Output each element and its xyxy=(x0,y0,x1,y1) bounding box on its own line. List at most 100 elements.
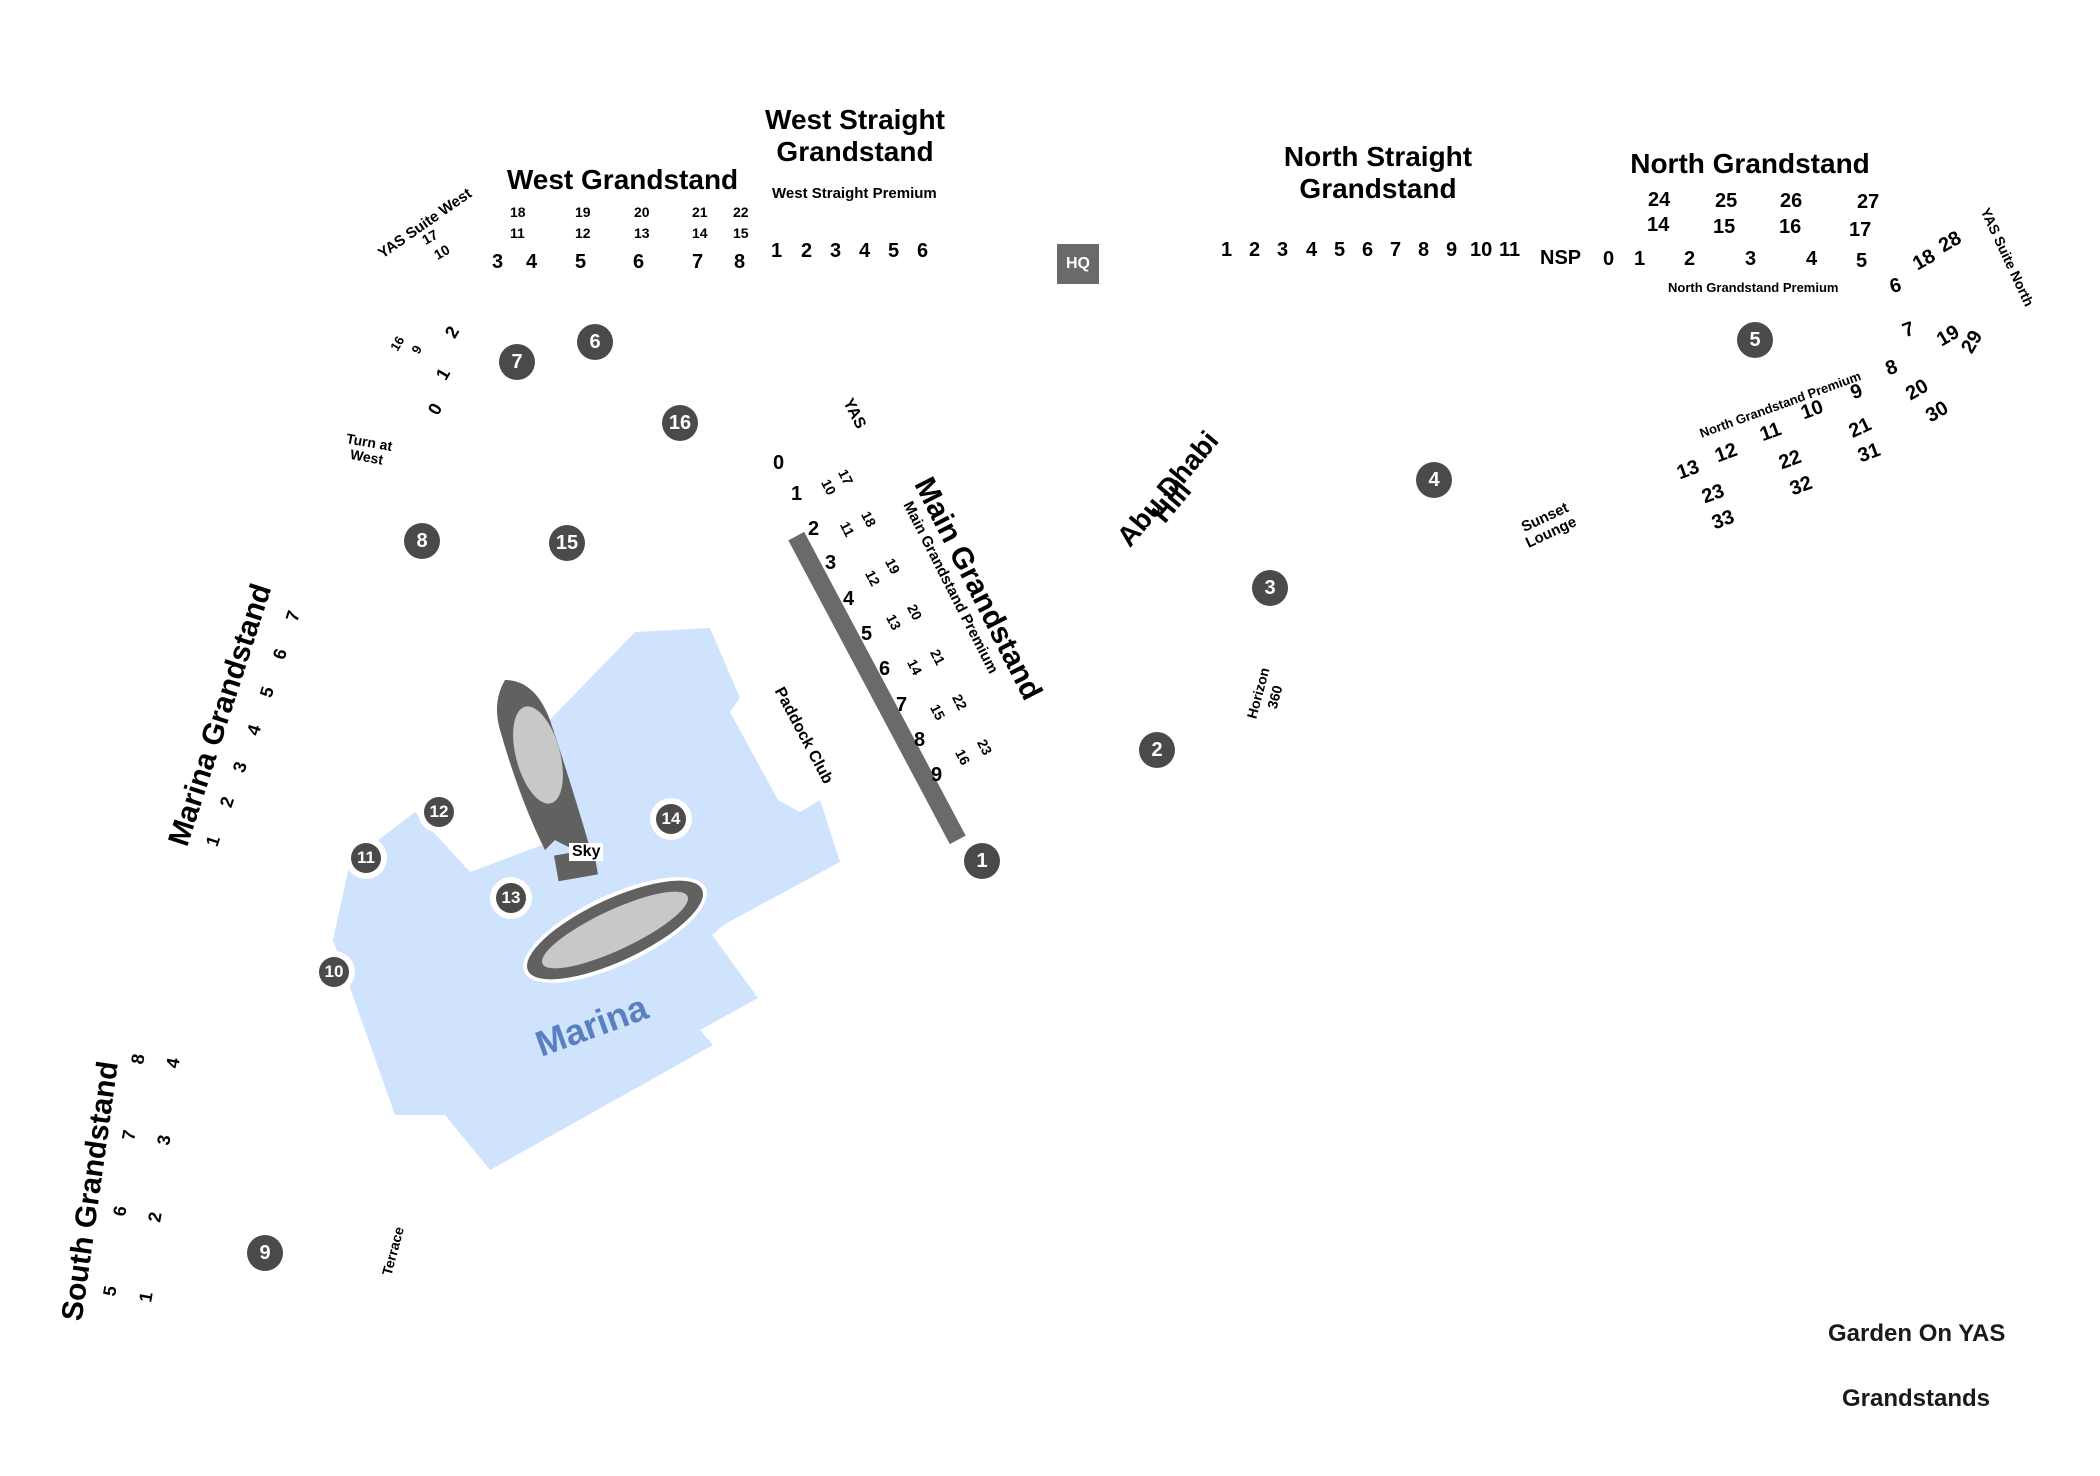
north-grandstand-section[interactable]: 29 xyxy=(1957,326,1988,358)
north-grandstand-section[interactable]: 14 xyxy=(1647,214,1670,236)
north-grandstand-section[interactable]: 24 xyxy=(1648,189,1671,211)
north-grandstand-section[interactable]: 31 xyxy=(1854,438,1884,468)
north-grandstand-section[interactable]: 9 xyxy=(1847,379,1866,405)
south-grandstand-section[interactable]: 6 xyxy=(109,1204,131,1218)
turn-15-badge[interactable]: 15 xyxy=(549,525,585,561)
west-straight-section[interactable]: 6 xyxy=(917,240,929,262)
main-grandstand-section[interactable]: 16 xyxy=(952,746,974,768)
north-straight-section[interactable]: 11 xyxy=(1499,239,1521,261)
north-grandstand-section[interactable]: 13 xyxy=(1673,455,1703,485)
turn-9-badge[interactable]: 9 xyxy=(247,1235,283,1271)
main-grandstand-section[interactable]: 18 xyxy=(858,508,880,530)
north-grandstand-section[interactable]: 4 xyxy=(1806,248,1818,270)
turn-16-badge[interactable]: 16 xyxy=(662,405,698,441)
north-grandstand-section[interactable]: 30 xyxy=(1921,396,1953,428)
west-turn-section[interactable]: 16 xyxy=(387,333,408,354)
west-grandstand-section[interactable]: 15 xyxy=(733,225,749,241)
west-grandstand-section[interactable]: 10 xyxy=(431,241,453,263)
west-turn-section[interactable]: 0 xyxy=(423,399,447,419)
west-grandstand-section[interactable]: 22 xyxy=(733,204,749,220)
main-grandstand-section[interactable]: 21 xyxy=(927,646,949,668)
west-grandstand-section[interactable]: 8 xyxy=(734,251,746,273)
west-grandstand-section[interactable]: 20 xyxy=(634,204,650,220)
north-grandstand-section[interactable]: 2 xyxy=(1684,248,1696,270)
turn-10-badge[interactable]: 10 xyxy=(319,957,349,987)
main-grandstand-section[interactable]: 22 xyxy=(949,691,971,713)
south-grandstand-section[interactable]: 4 xyxy=(162,1056,184,1070)
main-grandstand-section[interactable]: 3 xyxy=(825,552,837,574)
marina-grandstand-section[interactable]: 5 xyxy=(255,684,279,700)
north-straight-section[interactable]: 10 xyxy=(1470,239,1493,261)
main-grandstand-section[interactable]: 0 xyxy=(773,452,785,474)
west-straight-section[interactable]: 5 xyxy=(888,240,900,262)
main-grandstand-section[interactable]: 14 xyxy=(904,656,926,678)
south-grandstand-section[interactable]: 7 xyxy=(118,1128,140,1142)
north-straight-section[interactable]: 4 xyxy=(1306,239,1318,261)
north-grandstand-section[interactable]: 6 xyxy=(1887,273,1904,299)
north-grandstand-section[interactable]: 7 xyxy=(1899,317,1918,343)
north-straight-section[interactable]: 6 xyxy=(1362,239,1374,261)
north-grandstand-section[interactable]: 8 xyxy=(1882,355,1901,381)
main-grandstand-section[interactable]: 4 xyxy=(843,588,855,610)
west-straight-section[interactable]: 4 xyxy=(859,240,871,262)
marina-grandstand-section[interactable]: 3 xyxy=(228,759,252,775)
turn-8-badge[interactable]: 8 xyxy=(404,523,440,559)
main-grandstand-section[interactable]: 7 xyxy=(896,694,908,716)
north-grandstand-section[interactable]: 5 xyxy=(1856,250,1868,272)
main-grandstand-section[interactable]: 13 xyxy=(883,611,905,633)
main-grandstand-section[interactable]: 20 xyxy=(904,601,926,623)
west-grandstand-section[interactable]: 7 xyxy=(692,251,704,273)
north-grandstand-section[interactable]: 26 xyxy=(1780,190,1803,212)
main-grandstand-section[interactable]: 11 xyxy=(836,518,858,540)
north-grandstand-section[interactable]: 12 xyxy=(1711,438,1741,468)
main-grandstand-section[interactable]: 9 xyxy=(931,764,943,786)
west-grandstand-section[interactable]: 5 xyxy=(575,251,587,273)
main-grandstand-section[interactable]: 10 xyxy=(818,476,840,498)
north-straight-section[interactable]: 8 xyxy=(1418,239,1430,261)
north-grandstand-section[interactable]: 15 xyxy=(1713,216,1736,238)
main-grandstand-section[interactable]: 8 xyxy=(914,729,926,751)
west-grandstand-section[interactable]: 4 xyxy=(526,251,538,273)
main-grandstand-section[interactable]: 23 xyxy=(974,736,996,758)
north-grandstand-section[interactable]: 23 xyxy=(1698,479,1728,509)
main-grandstand-section[interactable]: 15 xyxy=(927,701,949,723)
north-grandstand-section[interactable]: 11 xyxy=(1756,418,1785,446)
north-straight-section[interactable]: 2 xyxy=(1249,239,1261,261)
legend-grandstands[interactable]: Grandstands xyxy=(1842,1385,1991,1412)
north-grandstand-section[interactable]: 18 xyxy=(1908,244,1940,276)
north-grandstand-section[interactable]: 25 xyxy=(1715,190,1738,212)
west-grandstand-section[interactable]: 6 xyxy=(633,251,645,273)
marina-grandstand-section[interactable]: 4 xyxy=(242,722,266,738)
north-grandstand-section[interactable]: 33 xyxy=(1708,505,1738,535)
west-turn-section[interactable]: 1 xyxy=(431,364,455,384)
marina-grandstand-section[interactable]: 2 xyxy=(215,794,239,810)
north-grandstand-section[interactable]: 1 xyxy=(1634,248,1646,270)
west-straight-section[interactable]: 1 xyxy=(771,240,783,262)
north-grandstand-section[interactable]: 0 xyxy=(1603,248,1615,270)
west-grandstand-section[interactable]: 3 xyxy=(492,251,504,273)
turn-11-badge[interactable]: 11 xyxy=(351,843,381,873)
west-grandstand-section[interactable]: 19 xyxy=(575,204,591,220)
west-grandstand-section[interactable]: 13 xyxy=(634,225,650,241)
main-grandstand-section[interactable]: 6 xyxy=(879,658,891,680)
west-grandstand-section[interactable]: 21 xyxy=(692,204,708,220)
south-grandstand-section[interactable]: 1 xyxy=(135,1290,157,1304)
north-straight-section[interactable]: 3 xyxy=(1277,239,1289,261)
turn-6-badge[interactable]: 6 xyxy=(577,324,613,360)
west-straight-section[interactable]: 2 xyxy=(801,240,813,262)
west-straight-section[interactable]: 3 xyxy=(830,240,842,262)
north-grandstand-section[interactable]: 10 xyxy=(1797,395,1827,425)
marina-grandstand-section[interactable]: 7 xyxy=(281,608,305,624)
north-grandstand-section[interactable]: 21 xyxy=(1845,413,1875,443)
south-grandstand-section[interactable]: 2 xyxy=(144,1210,166,1224)
west-turn-section[interactable]: 9 xyxy=(408,342,425,357)
turn-12-badge[interactable]: 12 xyxy=(424,797,454,827)
north-grandstand-section[interactable]: 17 xyxy=(1849,219,1872,241)
turn-4-badge[interactable]: 4 xyxy=(1416,462,1452,498)
north-grandstand-section[interactable]: 28 xyxy=(1934,226,1966,258)
west-grandstand-section[interactable]: 18 xyxy=(510,204,526,220)
north-grandstand-section[interactable]: 22 xyxy=(1775,445,1805,475)
turn-13-badge[interactable]: 13 xyxy=(496,883,526,913)
turn-7-badge[interactable]: 7 xyxy=(499,344,535,380)
north-grandstand-section[interactable]: 32 xyxy=(1786,471,1816,501)
